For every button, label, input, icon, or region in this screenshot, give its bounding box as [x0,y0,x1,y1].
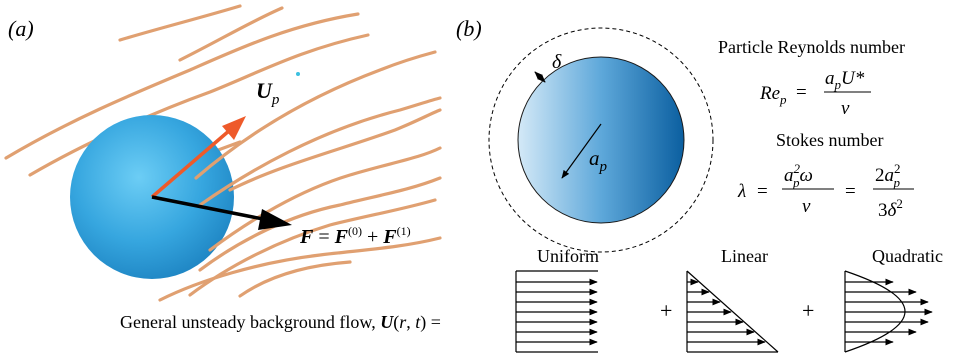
radius-arrow [561,123,602,179]
profile-name-linear: Linear [721,246,768,266]
streamlines-front [158,50,442,302]
stokes-title: Stokes number [776,130,884,150]
svg-text:λ: λ [737,181,746,202]
profile-uniform [515,270,598,353]
profile-name-quadratic: Quadratic [872,246,943,266]
particle-circle [517,56,685,224]
reynolds-formula: Rep = apU* ν [759,68,871,119]
delta-arrow [534,71,546,83]
svg-text:apU*: apU* [825,68,865,92]
panel-a: (a) Up [4,4,442,302]
profile-name-uniform: Uniform [537,246,599,266]
svg-text:ν: ν [841,98,850,119]
reynolds-title: Particle Reynolds number [718,37,905,57]
profile-quadratic [844,270,933,353]
tracer-dot [296,72,300,76]
force-label: F = F(0) + F(1) [299,224,411,248]
plus-sign-2: + [802,298,814,323]
profile-linear [686,270,779,353]
panel-a-label: (a) [8,16,34,41]
boundary-layer-circle [488,27,714,253]
svg-text:ν: ν [802,196,811,217]
svg-text:3δ2: 3δ2 [878,196,903,221]
plus-sign-1: + [660,298,672,323]
svg-text:Rep: Rep [759,83,787,107]
flow-label: General unsteady background flow, U(r, t… [120,312,441,333]
velocity-arrow [150,116,246,199]
svg-text:=: = [757,181,768,202]
svg-text:=: = [796,82,807,103]
svg-text:=: = [845,181,856,202]
delta-label: δ [552,51,562,73]
velocity-label: Up [256,78,280,108]
panel-b: (b) δ ap Particle Reynolds number Rep = … [120,16,943,353]
force-arrow [151,195,292,230]
panel-b-label: (b) [456,16,482,41]
